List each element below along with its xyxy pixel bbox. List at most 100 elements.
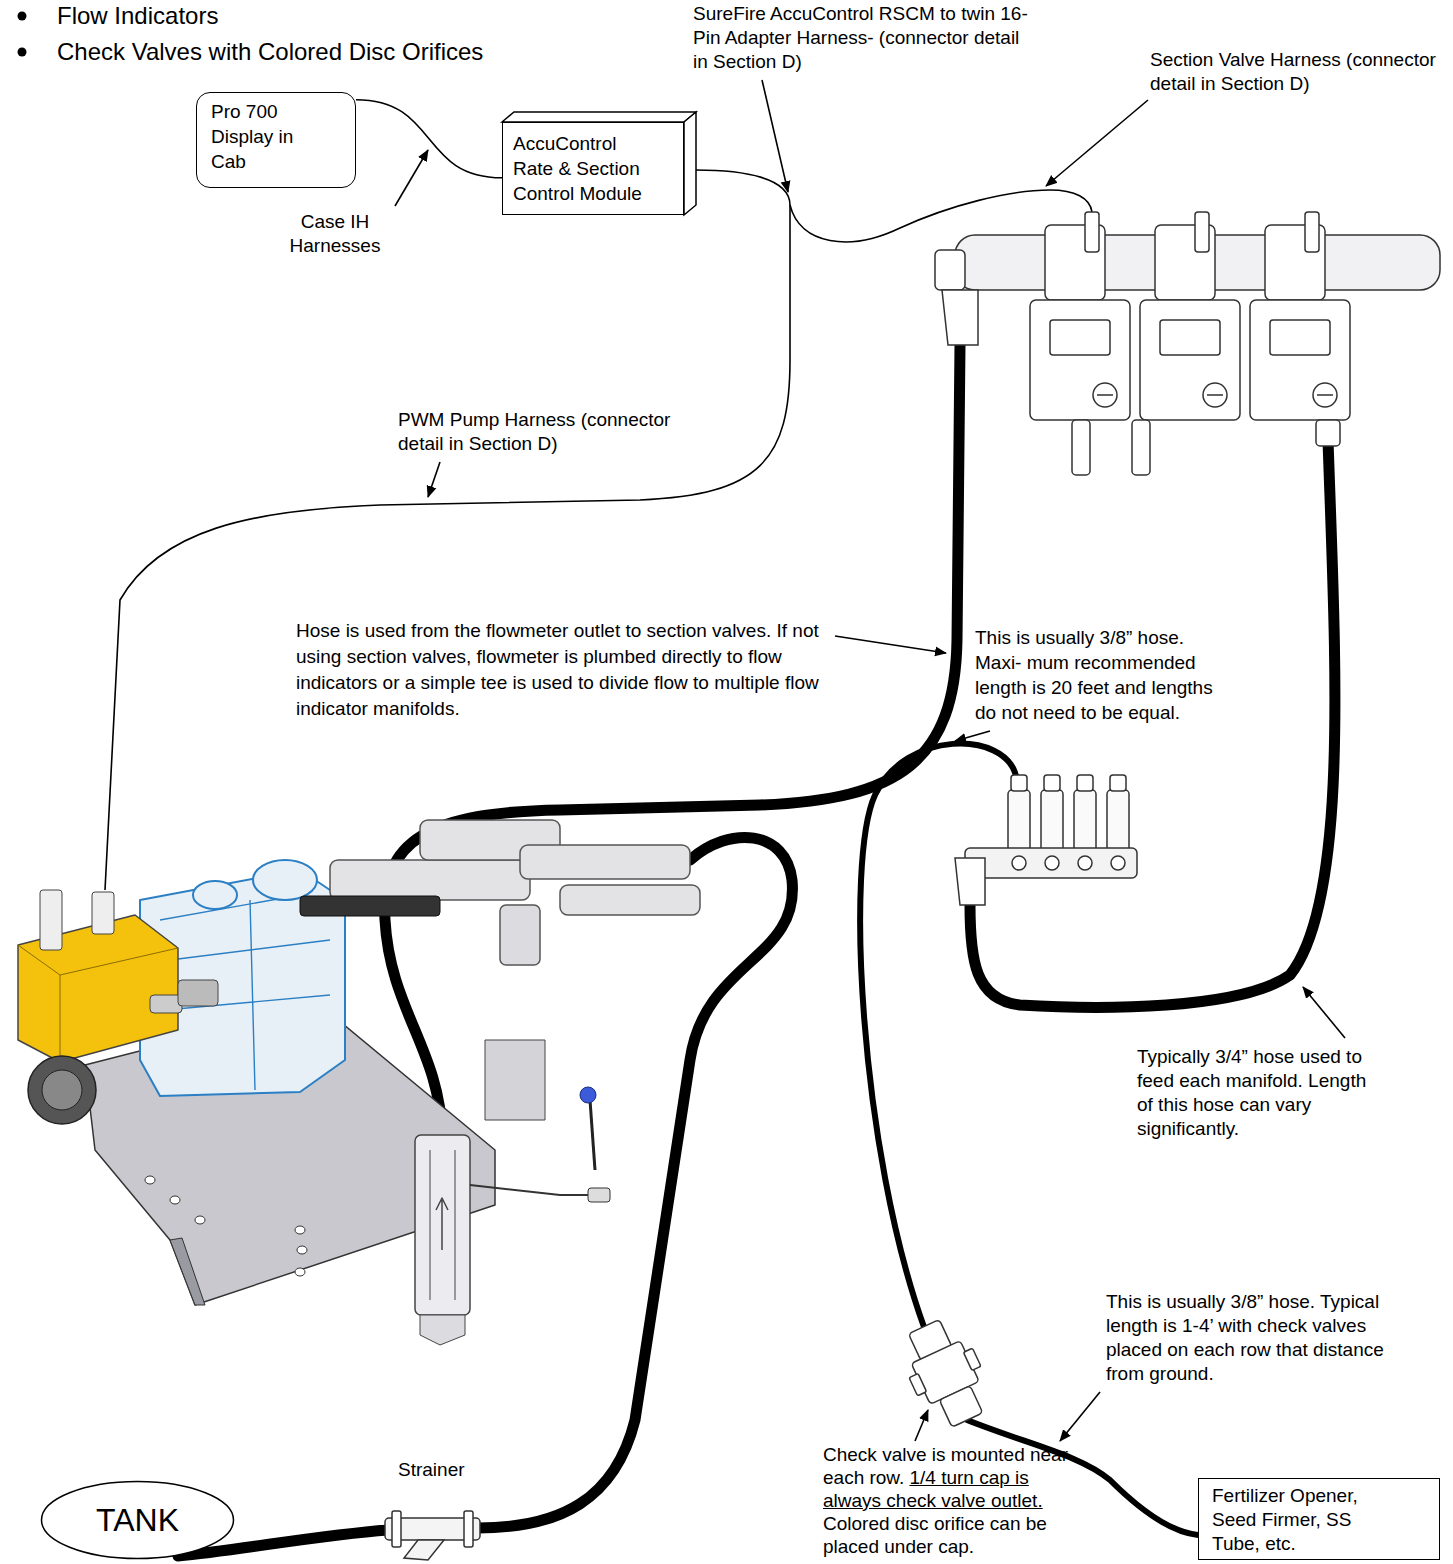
pump-assembly bbox=[253, 860, 317, 900]
flow-indicator-manifold bbox=[1012, 856, 1026, 870]
pump-assembly bbox=[580, 1087, 596, 1103]
hose bbox=[970, 440, 1335, 1007]
pump-assembly bbox=[170, 1196, 180, 1204]
pump-assembly bbox=[295, 1226, 305, 1234]
section-valves bbox=[1132, 420, 1150, 475]
display-box: Pro 700 Display in Cab bbox=[196, 92, 356, 188]
part-name: Strainer bbox=[398, 1457, 465, 1482]
harness-callout: PWM Pump Harness (connector detail in Se… bbox=[398, 408, 698, 456]
pump-assembly bbox=[485, 1040, 545, 1120]
pump-assembly bbox=[470, 1185, 590, 1195]
pump-assembly bbox=[297, 1246, 307, 1254]
strainer bbox=[385, 1511, 480, 1560]
bullet-item: Check Valves with Colored Disc Orifices bbox=[57, 38, 483, 66]
pump-assembly bbox=[300, 896, 440, 916]
bullet-dot bbox=[18, 12, 27, 21]
section-valves bbox=[935, 212, 1440, 475]
node-text: AccuControl Rate & Section Control Modul… bbox=[513, 131, 656, 206]
section-valves bbox=[935, 250, 965, 290]
flow-indicator-manifold bbox=[1078, 856, 1092, 870]
hose bbox=[860, 744, 1016, 1327]
strainer bbox=[392, 1511, 401, 1547]
node-text: Fertilizer Opener, Seed Firmer, SS Tube,… bbox=[1212, 1484, 1380, 1556]
pump-assembly bbox=[590, 1100, 595, 1170]
pump-assembly bbox=[193, 881, 237, 909]
flow-indicator-manifold bbox=[1107, 790, 1129, 852]
leader-arrow bbox=[915, 1410, 928, 1441]
section-valves bbox=[1250, 300, 1350, 420]
node-text: Pro 700 Display in Cab bbox=[211, 99, 315, 174]
hose-note: This is usually 3/8” hose. Typical lengt… bbox=[1106, 1290, 1402, 1386]
hose-note: Hose is used from the flowmeter outlet t… bbox=[296, 618, 831, 722]
harness-callout: Case IH Harnesses bbox=[285, 210, 385, 258]
pump-assembly bbox=[60, 948, 178, 975]
pump-assembly bbox=[430, 1150, 431, 1300]
flow-indicator-manifold bbox=[1044, 775, 1060, 791]
flow-indicator-manifold bbox=[1041, 790, 1063, 852]
pump-assembly bbox=[195, 1216, 205, 1224]
check-valve bbox=[963, 1348, 981, 1370]
flow-indicator-manifold bbox=[1011, 775, 1027, 791]
harness-wire bbox=[105, 170, 1092, 890]
ellipse-outline bbox=[42, 1482, 234, 1559]
leader-arrow bbox=[1060, 1392, 1100, 1441]
section-valves bbox=[942, 290, 978, 345]
flow-indicator-manifold bbox=[955, 775, 1137, 905]
hose bbox=[385, 345, 960, 1135]
flow-indicator-manifold bbox=[1111, 856, 1125, 870]
pump-assembly bbox=[436, 1198, 448, 1250]
section-valves bbox=[1305, 212, 1319, 252]
pump-assembly bbox=[170, 1238, 205, 1305]
pump-assembly bbox=[420, 1315, 465, 1345]
leader-arrow bbox=[395, 150, 428, 206]
section-valves bbox=[1030, 300, 1130, 420]
check-valve bbox=[892, 1312, 999, 1435]
section-valves bbox=[1050, 320, 1110, 355]
hose-note: Typically 3/4” hose used to feed each ma… bbox=[1137, 1045, 1387, 1141]
bullet-dot bbox=[18, 12, 27, 57]
pump-assembly bbox=[560, 885, 700, 915]
flow-indicator-manifold bbox=[1045, 856, 1059, 870]
pump-assembly bbox=[92, 892, 114, 934]
strainer bbox=[404, 1540, 444, 1560]
pump-assembly bbox=[500, 905, 540, 965]
flow-indicator-manifold bbox=[1110, 775, 1126, 791]
harness-callout: SureFire AccuControl RSCM to twin 16-Pin… bbox=[693, 2, 1028, 74]
bullet-item: Flow Indicators bbox=[57, 2, 218, 30]
pump-assembly bbox=[330, 860, 530, 900]
flow-indicator-manifold bbox=[1008, 790, 1030, 852]
flow-indicator-manifold bbox=[1074, 790, 1096, 852]
leader-arrow bbox=[395, 80, 1345, 1441]
pump-assembly bbox=[40, 890, 62, 950]
hose-note: This is usually 3/8” hose. Maxi- mum rec… bbox=[975, 625, 1225, 725]
harness-wire bbox=[696, 170, 790, 205]
pump-assembly bbox=[28, 1056, 96, 1124]
flow-indicator-manifold bbox=[1077, 775, 1093, 791]
pump-assembly bbox=[60, 975, 61, 1062]
pump-assembly bbox=[145, 1176, 155, 1184]
section-valves bbox=[1160, 320, 1220, 355]
pump-assembly bbox=[18, 820, 700, 1345]
leader-arrow bbox=[428, 462, 440, 497]
section-valves bbox=[1316, 420, 1340, 446]
pump-assembly bbox=[42, 1070, 82, 1110]
leader-arrow bbox=[955, 731, 990, 741]
node-text: TANK bbox=[96, 1504, 179, 1536]
section-valves bbox=[1270, 320, 1330, 355]
leader-arrow bbox=[1046, 100, 1148, 186]
leader-arrow bbox=[1303, 987, 1345, 1038]
section-valves bbox=[1195, 212, 1209, 252]
tank-ellipse: TANK bbox=[40, 1480, 235, 1560]
pump-assembly bbox=[415, 1135, 470, 1315]
pump-assembly bbox=[160, 895, 330, 1090]
wire-connector bbox=[356, 100, 502, 178]
harness-wire bbox=[105, 205, 790, 890]
check-valve bbox=[939, 1386, 982, 1428]
note-block: Check valve is mounted near each row.1/4… bbox=[823, 1443, 1068, 1558]
bullet-dot bbox=[18, 48, 27, 57]
pump-assembly bbox=[588, 1188, 610, 1202]
box-depth bbox=[502, 112, 696, 122]
flow-indicator-manifold bbox=[965, 848, 1137, 878]
module-box: AccuControl Rate & Section Control Modul… bbox=[502, 122, 684, 215]
flow-indicator-manifold bbox=[955, 858, 985, 905]
